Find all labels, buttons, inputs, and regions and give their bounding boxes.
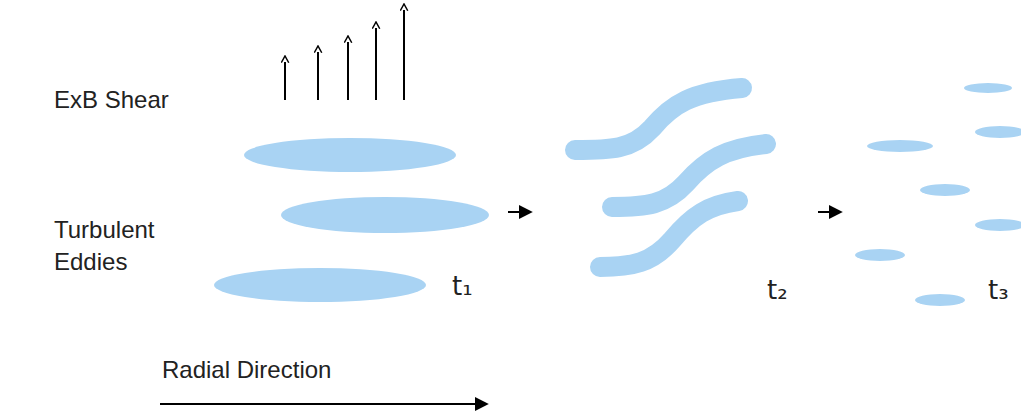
eddies-label: Turbulent Eddies [54, 214, 184, 278]
sheared-eddies-t2 [575, 88, 766, 267]
shear-label: ExB Shear [54, 84, 169, 116]
time-label: t₁ [452, 270, 473, 302]
radial-arrow [160, 403, 486, 405]
axis-label: Radial Direction [162, 354, 331, 386]
shear-arrows [285, 10, 404, 100]
eddies-t1 [214, 138, 489, 302]
eddies-t3 [855, 83, 1021, 306]
time-arrows [508, 211, 840, 213]
time-label: t₃ [988, 274, 1009, 306]
time-label: t₂ [767, 274, 788, 306]
